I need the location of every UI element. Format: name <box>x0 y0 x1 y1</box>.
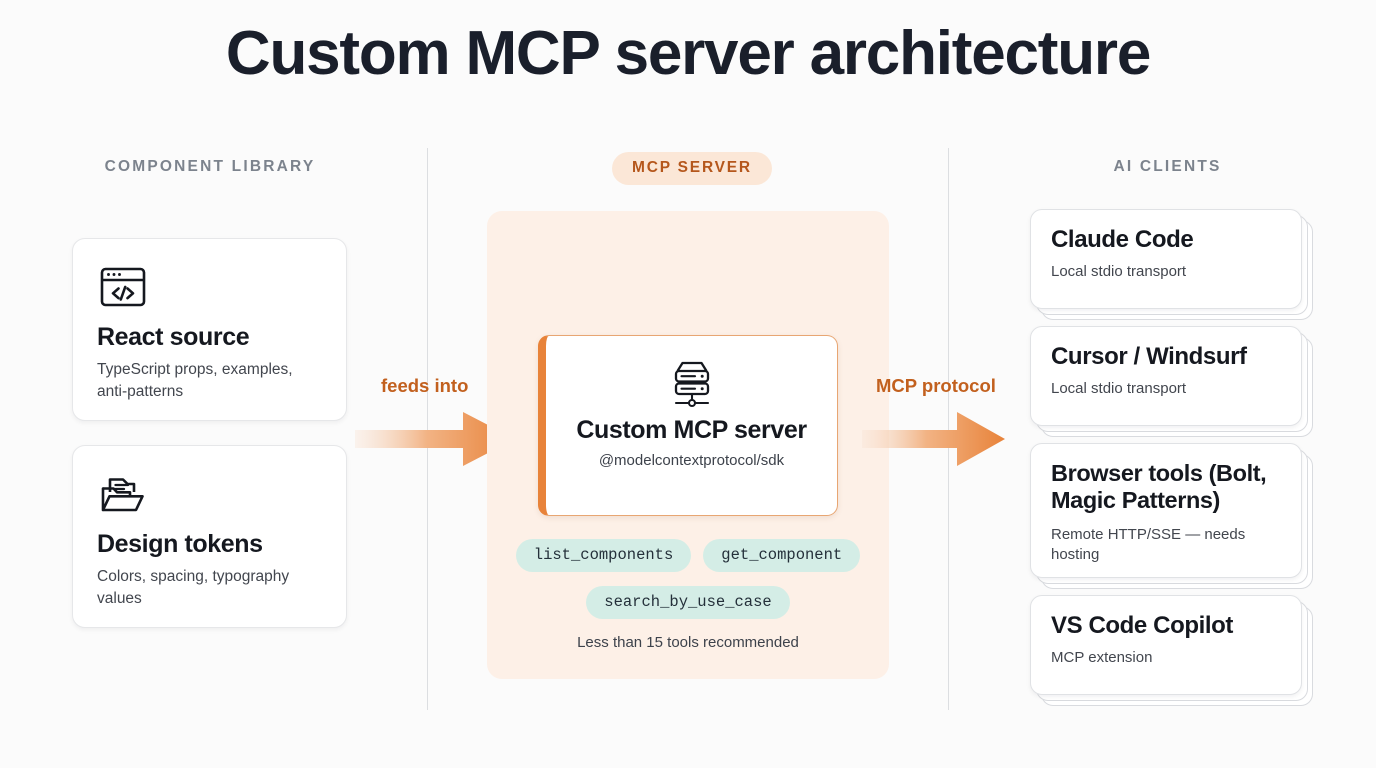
column-header-mcp-server-badge: MCP SERVER <box>612 152 772 185</box>
column-divider-right <box>948 148 949 710</box>
tool-pill-get-component[interactable]: get_component <box>703 539 861 572</box>
server-rack-icon <box>546 358 837 412</box>
arrow-mcp-protocol <box>862 408 1007 475</box>
client-card-browser-tools[interactable]: Browser tools (Bolt, Magic Patterns) Rem… <box>1030 443 1313 589</box>
client-card-desc: Remote HTTP/SSE — needs hosting <box>1051 525 1246 563</box>
client-card-title: Browser tools (Bolt, Magic Patterns) <box>1051 460 1267 514</box>
source-card-title: Design tokens <box>97 530 263 558</box>
column-header-ai-clients: AI CLIENTS <box>1113 158 1222 175</box>
source-card-desc: TypeScript props, examples, anti-pattern… <box>97 361 293 400</box>
custom-mcp-server-card[interactable]: Custom MCP server @modelcontextprotocol/… <box>538 335 838 516</box>
client-card-title: Claude Code <box>1051 226 1194 253</box>
card-stack-layer-front: Browser tools (Bolt, Magic Patterns) Rem… <box>1030 443 1302 578</box>
source-card-desc: Colors, spacing, typography values <box>97 568 290 607</box>
card-stack-layer-front: Cursor / Windsurf Local stdio transport <box>1030 326 1302 426</box>
client-card-title: Cursor / Windsurf <box>1051 343 1247 370</box>
client-card-cursor-windsurf[interactable]: Cursor / Windsurf Local stdio transport <box>1030 326 1313 437</box>
tools-recommendation-note: Less than 15 tools recommended <box>577 634 799 651</box>
tool-pill-list-components[interactable]: list_components <box>515 539 692 572</box>
arrow-feeds-into <box>355 408 517 475</box>
code-window-icon <box>97 261 322 313</box>
tool-pill-search-by-use-case[interactable]: search_by_use_case <box>586 586 790 619</box>
tool-pill-row-2: search_by_use_case <box>487 586 889 619</box>
column-header-component-library: COMPONENT LIBRARY <box>104 158 316 175</box>
client-card-claude-code[interactable]: Claude Code Local stdio transport <box>1030 209 1313 320</box>
client-card-desc: MCP extension <box>1051 648 1153 666</box>
client-card-title: VS Code Copilot <box>1051 612 1233 639</box>
column-divider-left <box>427 148 428 710</box>
arrow-label-feeds-into: feeds into <box>381 375 469 396</box>
page-title: Custom MCP server architecture <box>225 19 1151 88</box>
server-card-package: @modelcontextprotocol/sdk <box>598 452 785 469</box>
source-card-react[interactable]: React source TypeScript props, examples,… <box>72 238 347 421</box>
folder-document-icon <box>97 468 322 520</box>
client-card-desc: Local stdio transport <box>1051 262 1187 280</box>
arrow-label-mcp-protocol: MCP protocol <box>876 375 996 396</box>
source-card-design-tokens[interactable]: Design tokens Colors, spacing, typograph… <box>72 445 347 628</box>
tool-pill-row-1: list_components get_component <box>487 539 889 572</box>
client-card-vs-code-copilot[interactable]: VS Code Copilot MCP extension <box>1030 595 1313 706</box>
source-card-title: React source <box>97 323 250 351</box>
client-card-desc: Local stdio transport <box>1051 379 1187 397</box>
server-card-title: Custom MCP server <box>576 416 807 444</box>
card-stack-layer-front: VS Code Copilot MCP extension <box>1030 595 1302 695</box>
card-stack-layer-front: Claude Code Local stdio transport <box>1030 209 1302 309</box>
